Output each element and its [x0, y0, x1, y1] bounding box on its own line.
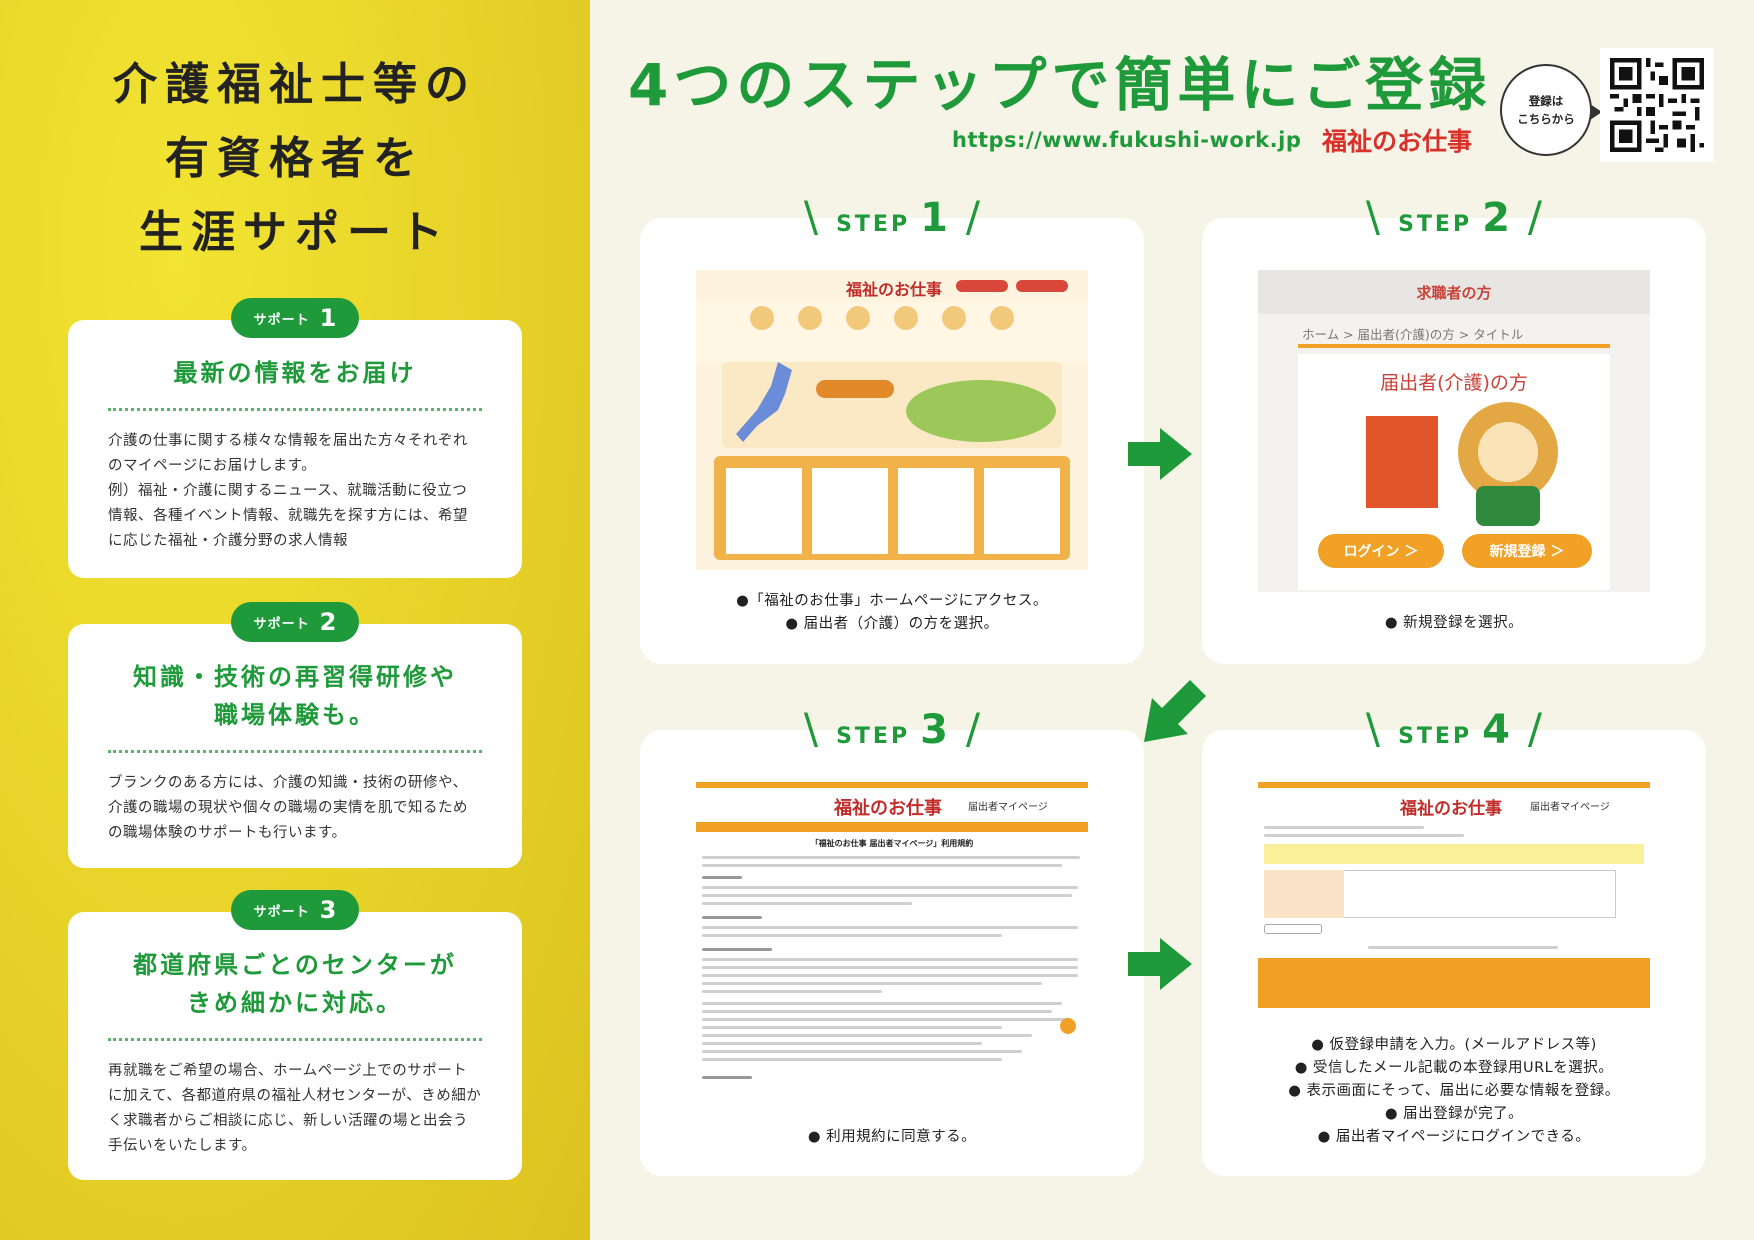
step-word: STEP — [1398, 724, 1473, 749]
support-card-1: サポート 1 最新の情報をお届け 介護の仕事に関する様々な情報を届出た方々それぞ… — [68, 298, 522, 578]
support-badge-label: サポート — [253, 904, 310, 920]
support-badge: サポート 3 — [231, 890, 359, 930]
support-heading: 最新の情報をお届け — [173, 359, 417, 387]
step-number: 2 — [1482, 195, 1510, 241]
support-badge: サポート 2 — [231, 602, 359, 642]
mock-page-header: 求職者の方 — [1416, 284, 1492, 302]
step-screenshot-home: 福祉のお仕事 — [696, 270, 1088, 570]
support-text: 介護の仕事に関する様々な情報を届出た方々それぞれのマイページにお届けします。 例… — [108, 433, 468, 549]
mock-logo: 福祉のお仕事 — [834, 798, 942, 819]
mock-subtitle: 届出者マイページ — [1530, 802, 1610, 813]
step-number: 3 — [920, 707, 948, 753]
step-word: STEP — [836, 724, 911, 749]
support-card-3: サポート 3 都道府県ごとのセンターが きめ細かに対応。 再就職をご希望の場合、… — [68, 890, 522, 1180]
support-text: ブランクのある方には、介護の知識・技術の研修や、介護の職場の現状や個々の職場の実… — [108, 775, 468, 841]
mock-login-button: ログイン ＞ — [1318, 534, 1444, 568]
mock-subtitle: 届出者マイページ — [968, 802, 1048, 813]
step-description: ● 利用規約に同意する。 — [807, 1129, 977, 1145]
support-heading: 都道府県ごとのセンターが きめ細かに対応。 — [133, 951, 457, 1017]
dotted-divider — [108, 750, 482, 753]
main-title-line: 有資格者を — [165, 133, 425, 184]
dotted-divider — [108, 408, 482, 411]
mock-heading: 届出者(介護)の方 — [1380, 372, 1528, 394]
main-title: 介護福祉士等の 有資格者を 生涯サポート — [60, 48, 530, 270]
mock-breadcrumb: ホーム > 届出者(介護)の方 > タイトル — [1302, 327, 1524, 342]
mock-logo: 福祉のお仕事 — [846, 280, 943, 299]
site-url-link[interactable]: https://www.fukushi-work.jp — [952, 128, 1302, 152]
mock-logo: 福祉のお仕事 — [1400, 799, 1502, 819]
support-badge-number: 2 — [319, 608, 337, 636]
support-text: 再就職をご希望の場合、ホームページ上でのサポートに加えて、各都道府県の福祉人材セ… — [108, 1063, 482, 1154]
step-screenshot-terms: 福祉のお仕事 届出者マイページ 「福祉のお仕事 届出者マイページ」利用規約 — [696, 782, 1088, 1102]
support-heading: 知識・技術の再習得研修や 職場体験も。 — [133, 663, 457, 729]
mock-register-button: 新規登録 ＞ — [1462, 534, 1592, 568]
arrow-right-icon — [1128, 428, 1192, 480]
steps-title: 4つのステップで簡単にご登録 — [628, 51, 1492, 119]
main-title-line: 生涯サポート — [139, 207, 451, 258]
step-description: ● 仮登録申請を入力。(メールアドレス等) ● 受信したメール記載の本登録用UR… — [1288, 1037, 1620, 1145]
dotted-divider — [108, 1038, 482, 1041]
qr-code-icon — [1610, 58, 1704, 152]
support-badge-label: サポート — [253, 616, 310, 632]
main-title-line: 介護福祉士等の — [113, 59, 477, 110]
speech-bubble: 登録は こちらから — [1500, 64, 1602, 156]
arrow-down-left-icon — [1144, 680, 1206, 742]
left-panel: 介護福祉士等の 有資格者を 生涯サポート サポート 1 最新の情報をお届け 介護… — [0, 0, 590, 1240]
step-number: 4 — [1482, 707, 1510, 753]
step-number: 1 — [920, 195, 948, 241]
step-word: STEP — [836, 212, 911, 237]
step-description: ● 新規登録を選択。 — [1384, 615, 1524, 631]
step-word: STEP — [1398, 212, 1473, 237]
mock-doc-title: 「福祉のお仕事 届出者マイページ」利用規約 — [810, 839, 974, 848]
brand-logo: 福祉のお仕事 — [1322, 127, 1473, 156]
support-badge: サポート 1 — [231, 298, 359, 338]
step-description: ●「福祉のお仕事」ホームページにアクセス。 ● 届出者（介護）の方を選択。 — [736, 593, 1048, 632]
step-screenshot-form: 福祉のお仕事 届出者マイページ — [1258, 782, 1650, 1008]
support-badge-number: 1 — [319, 304, 337, 332]
support-card-2: サポート 2 知識・技術の再習得研修や 職場体験も。 ブランクのある方には、介護… — [68, 602, 522, 868]
support-badge-label: サポート — [253, 312, 310, 328]
support-badge-number: 3 — [319, 896, 337, 924]
step-screenshot-register: 求職者の方 ホーム > 届出者(介護)の方 > タイトル 届出者(介護)の方 ロ… — [1258, 270, 1650, 592]
qr-code[interactable] — [1600, 48, 1714, 162]
arrow-right-icon — [1128, 938, 1192, 990]
